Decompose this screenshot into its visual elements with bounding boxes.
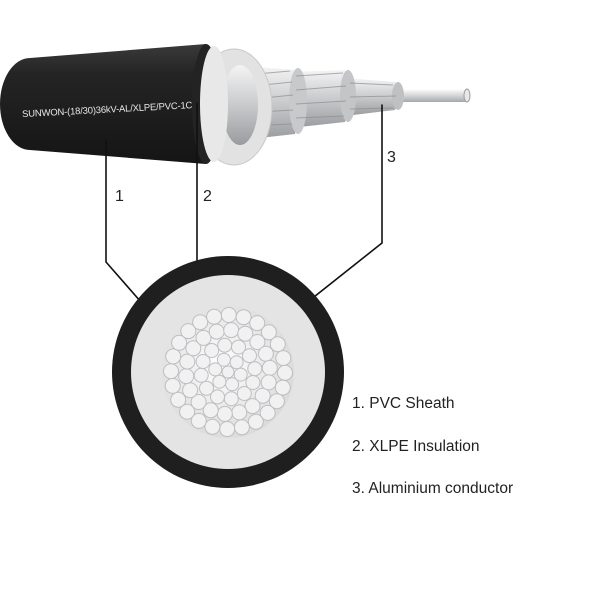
conductor-strand	[163, 363, 179, 380]
conductor-strand	[260, 324, 277, 341]
conductor-strand	[261, 359, 278, 376]
conductor-strand	[190, 394, 207, 410]
conductor-strand	[204, 418, 221, 435]
conductor-strand	[202, 402, 219, 419]
conductor-strand	[204, 343, 220, 358]
conductor-strand	[206, 308, 223, 325]
conductor-strand	[210, 389, 225, 405]
conductor-strand	[170, 391, 187, 408]
conductor-strand	[192, 314, 209, 331]
pvc-sheath-body	[0, 44, 206, 164]
conductor-strand	[216, 352, 231, 367]
conductor-strand	[247, 413, 264, 430]
conductor-strand	[195, 354, 211, 369]
conductor-wire-end	[463, 88, 471, 103]
conductor-strand	[178, 368, 195, 385]
conductor-strand	[235, 309, 252, 326]
conductor-strand	[190, 412, 207, 429]
conductor-strand	[249, 334, 266, 350]
conductor-strand	[244, 398, 261, 415]
conductor-strand	[223, 322, 240, 339]
callout-number-3: 3	[387, 149, 396, 166]
conductor-center-wire	[395, 89, 467, 102]
conductor-strand	[221, 365, 235, 379]
conductor-strand	[219, 421, 236, 437]
cable-cross-section	[112, 256, 344, 488]
conductor-strand	[223, 391, 239, 407]
conductor-strand	[180, 323, 197, 340]
cable-side-view: SUNWON-(18/30)36kV-AL/XLPE/PVC-1C	[0, 44, 471, 166]
conductor-strand	[229, 355, 244, 370]
conductor-strand	[220, 307, 237, 323]
aluminium-conductor-strands	[163, 307, 293, 437]
conductor-strand	[259, 404, 276, 421]
conductor-strand	[247, 361, 263, 377]
conductor-strand	[199, 380, 214, 396]
conductor-strand	[179, 353, 196, 370]
conductor-strand	[274, 379, 291, 396]
conductor-strand	[212, 374, 227, 389]
callout-number-1: 1	[115, 188, 124, 205]
leader-line-1	[105, 139, 149, 311]
callout-number-2: 2	[203, 188, 212, 205]
conductor-strand	[165, 348, 182, 365]
conductor-strand	[277, 364, 293, 381]
conductor-strand	[249, 315, 266, 332]
conductor-strand	[171, 334, 188, 351]
conductor-strand	[260, 374, 277, 391]
conductor-strand	[233, 367, 248, 382]
conductor-strand	[231, 404, 248, 421]
conductor-strand	[216, 405, 233, 422]
conductor-strand	[233, 419, 250, 436]
conductor-strand	[217, 337, 233, 353]
conductor-strand	[231, 339, 246, 355]
conductor-strand	[208, 362, 223, 377]
legend-item-xlpe-insulation: 2. XLPE Insulation	[352, 437, 480, 455]
conductor-strand	[269, 336, 286, 353]
legend: 1. PVC Sheath 2. XLPE Insulation 3. Alum…	[352, 396, 513, 502]
legend-item-aluminium-conductor: 3. Aluminium conductor	[352, 480, 514, 497]
conductor-strand	[195, 329, 212, 346]
conductor-strand	[275, 350, 292, 367]
conductor-strand	[193, 367, 209, 383]
legend-item-pvc-sheath: 1. PVC Sheath	[352, 395, 455, 412]
conductor-strand	[179, 403, 196, 420]
conductor-strand	[164, 377, 181, 394]
conductor-strand	[242, 348, 257, 364]
conductor-strand	[268, 393, 285, 410]
conductor-strand	[225, 377, 240, 392]
conductor-strand	[236, 386, 252, 401]
conductor-strand	[237, 325, 254, 342]
conductor-strand	[185, 340, 202, 357]
conductor-strand	[208, 323, 225, 340]
conductor-strand	[254, 387, 271, 404]
